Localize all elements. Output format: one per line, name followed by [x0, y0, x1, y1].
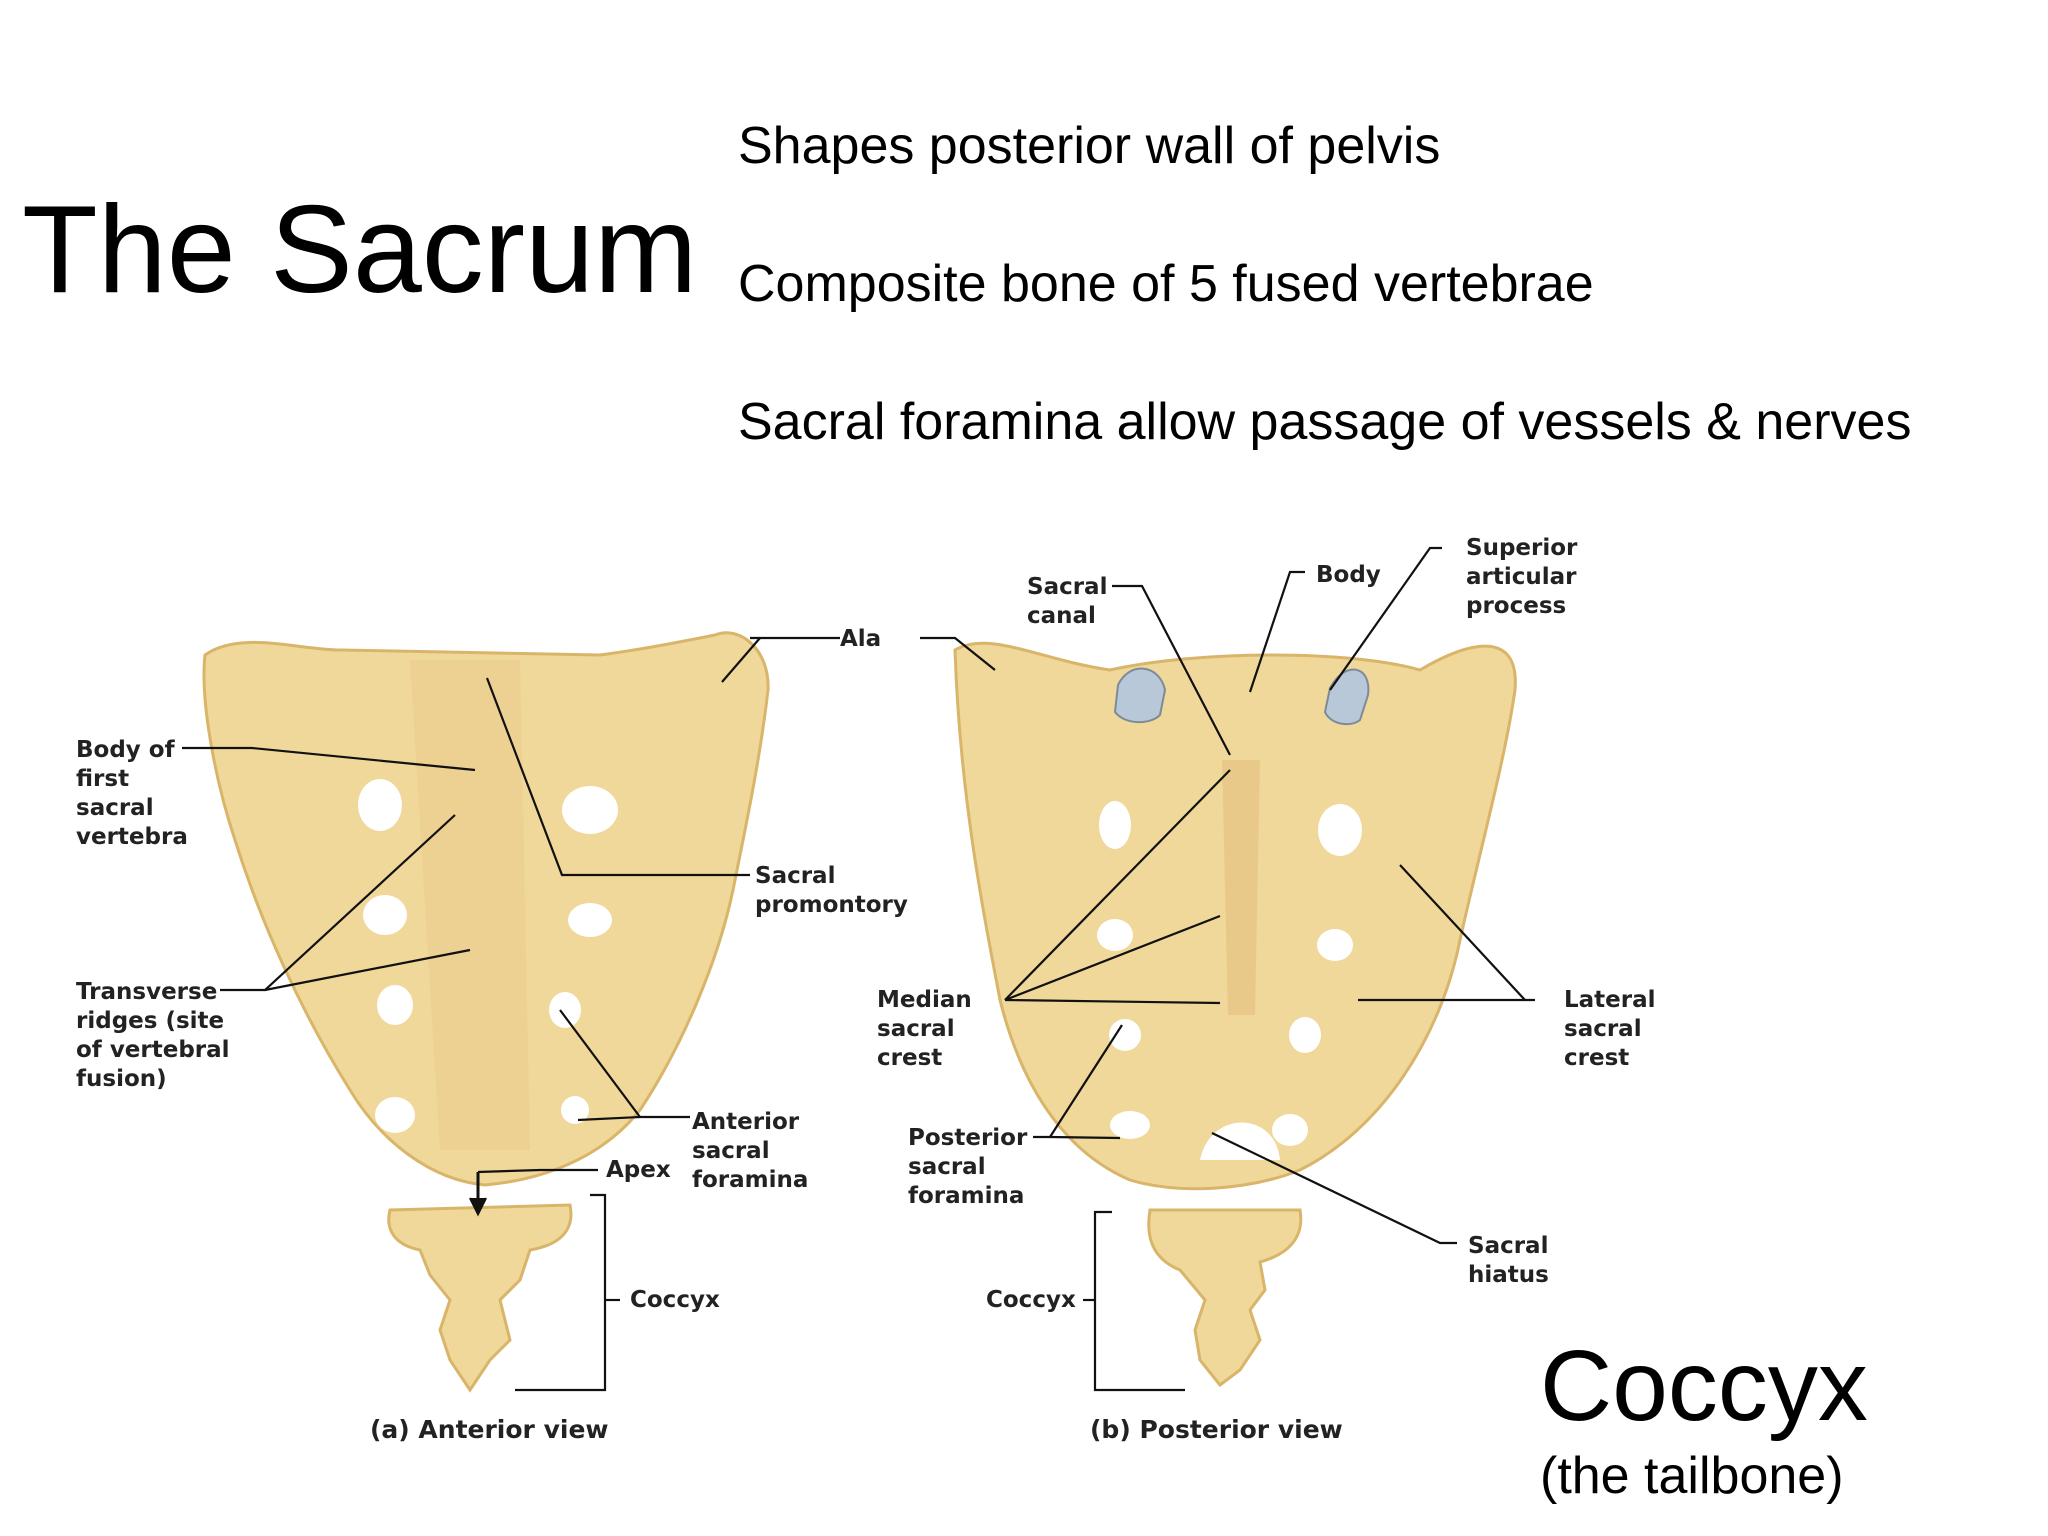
label-sacral-hiatus: Sacral hiatus — [1468, 1233, 1549, 1288]
bullet-sacral-foramina: Sacral foramina allow passage of vessels… — [738, 393, 1912, 451]
anterior-sacrum — [202, 631, 770, 1393]
label-lateral-sacral-crest: Lateral sacral crest — [1564, 987, 1656, 1071]
label-body-first-sacral-vertebra: Body of first sacral vertebra — [76, 737, 188, 850]
label-posterior-sacral-foramina: Posterior sacral foramina — [908, 1125, 1028, 1209]
label-superior-articular-process: Superior articular process — [1466, 535, 1578, 619]
label-ala: Ala — [840, 626, 882, 652]
leader-lines — [182, 546, 1535, 1392]
posterior-sacrum — [953, 641, 1517, 1388]
label-median-sacral-crest: Median sacral crest — [877, 987, 972, 1071]
caption-anterior-view: (a) Anterior view — [370, 1415, 609, 1444]
label-coccyx-posterior: Coccyx — [986, 1287, 1076, 1313]
label-sacral-canal: Sacral canal — [1027, 574, 1108, 629]
slide-title: The Sacrum — [22, 181, 698, 319]
caption-posterior-view: (b) Posterior view — [1090, 1415, 1343, 1444]
label-coccyx-anterior: Coccyx — [630, 1287, 720, 1313]
coccyx-subtitle: (the tailbone) — [1540, 1447, 1844, 1505]
label-sacral-promontory: Sacral promontory — [755, 863, 908, 918]
label-anterior-sacral-foramina: Anterior sacral foramina — [692, 1109, 809, 1193]
label-transverse-ridges: Transverse ridges (site of vertebral fus… — [76, 979, 230, 1092]
label-apex: Apex — [606, 1157, 671, 1183]
label-body: Body — [1316, 562, 1381, 588]
bullet-fused-vertebrae: Composite bone of 5 fused vertebrae — [738, 255, 1594, 313]
coccyx-heading: Coccyx — [1540, 1330, 1868, 1442]
bullet-pelvis-wall: Shapes posterior wall of pelvis — [738, 117, 1441, 175]
